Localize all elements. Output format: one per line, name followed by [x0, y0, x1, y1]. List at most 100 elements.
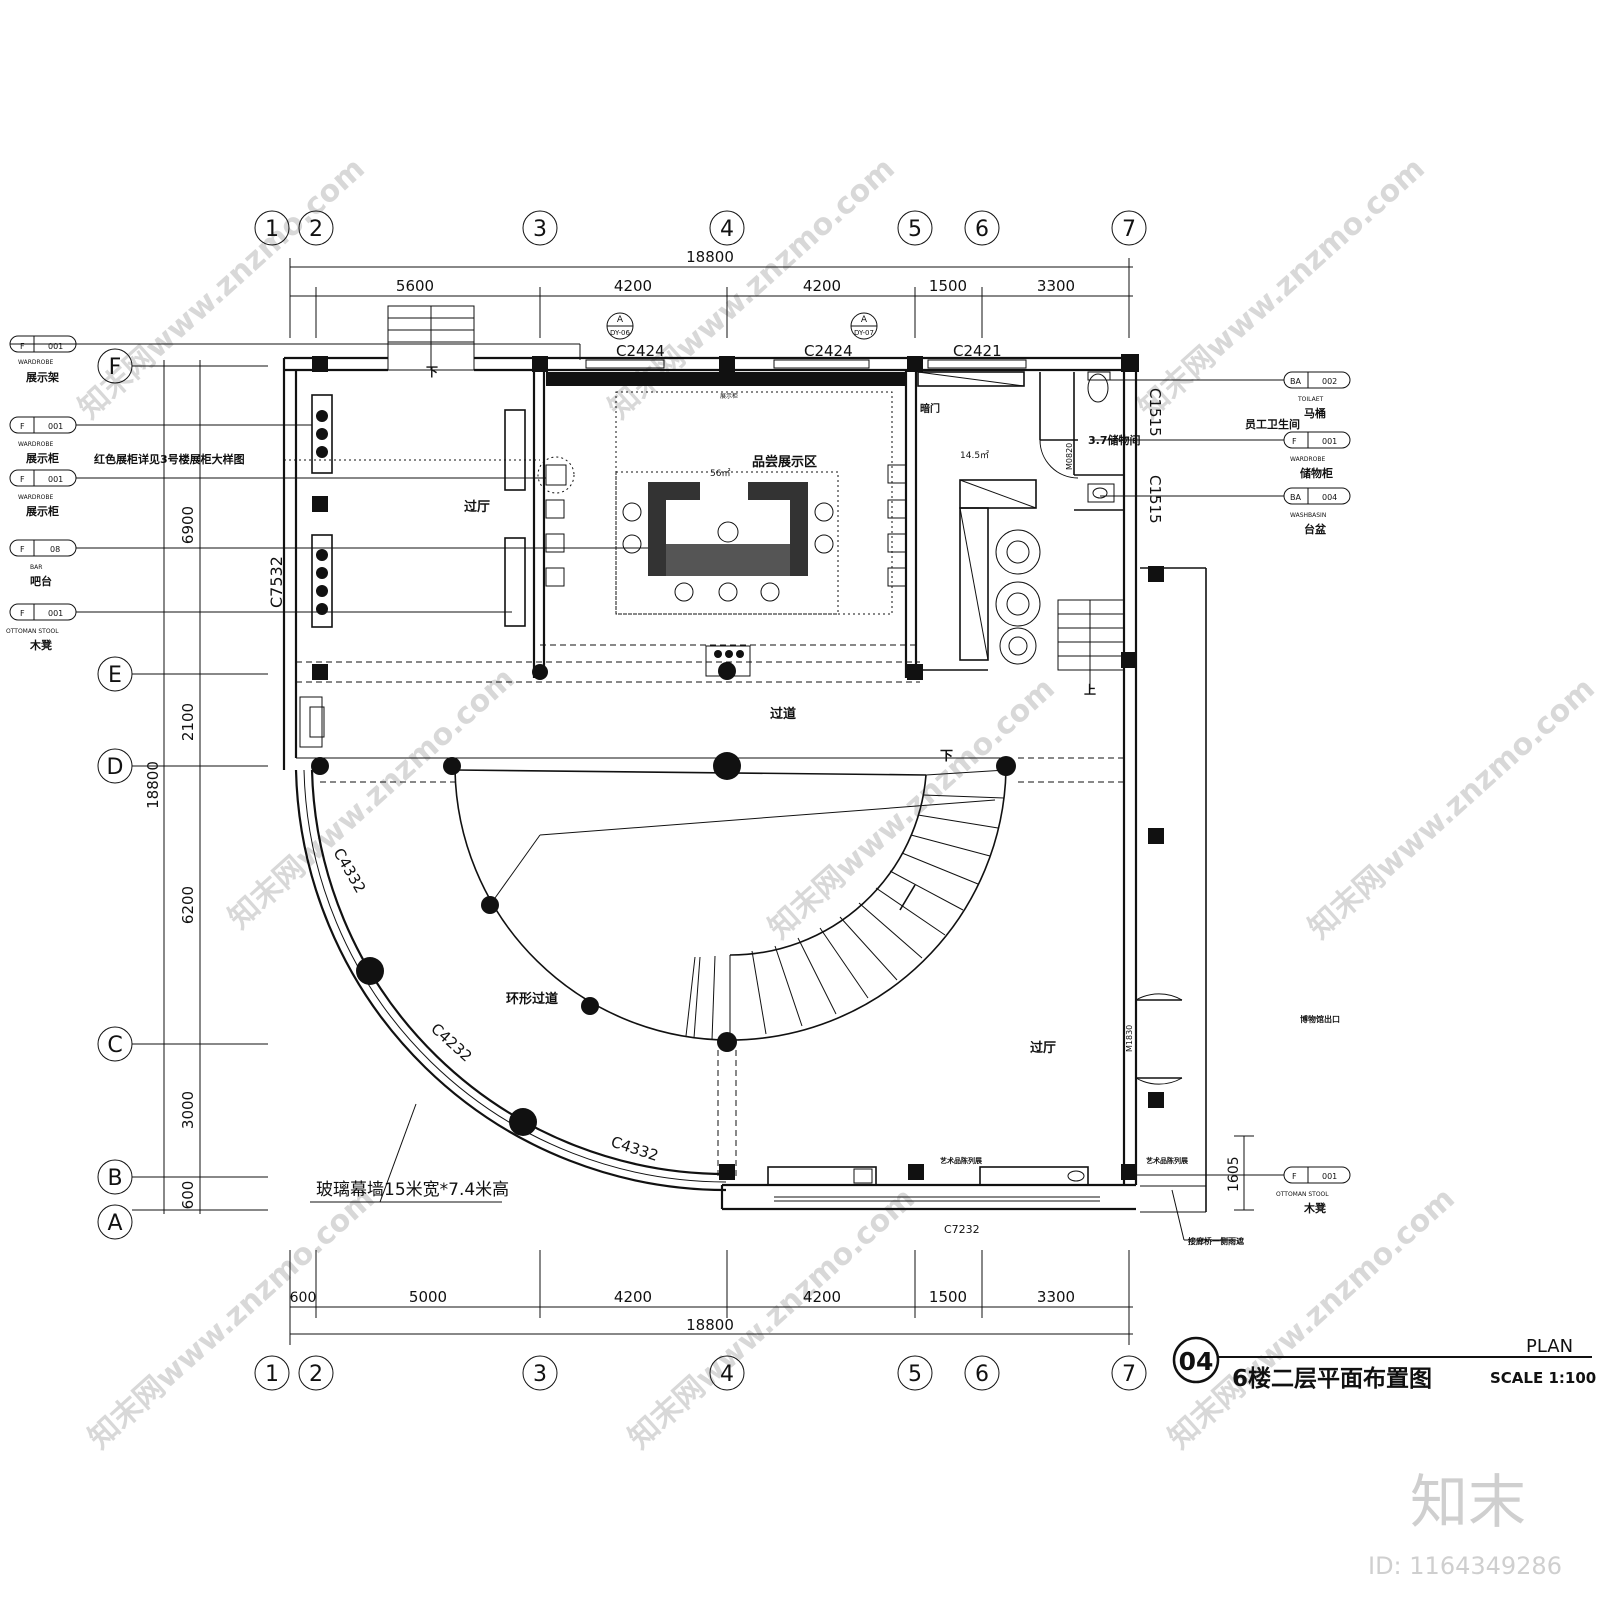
tag-cn: 展示柜 — [25, 451, 59, 465]
dim-segment: 6900 — [179, 506, 197, 544]
glass-wall-label: 玻璃幕墙15米宽*7.4米高 — [316, 1180, 509, 1200]
room-label: 过道 — [770, 706, 796, 722]
axis-label: 1 — [265, 217, 279, 242]
bottom-axis-bubbles: 1 2 3 4 5 6 7 — [254, 1355, 1147, 1391]
axis-label: D — [107, 755, 124, 780]
tag-wardrobe-cabinet: F 001 WARDROBE 展示柜 — [9, 416, 312, 465]
tag-wardrobe-shelf: F 001 WARDROBE 展示架 — [9, 335, 581, 384]
dim-segment: 3300 — [1037, 1288, 1075, 1306]
tag-cat: F — [20, 609, 25, 618]
tag-toilet: BA 002 TOILAET 马桶 — [1110, 371, 1351, 420]
section-marks: A DY-06 A DY-07 — [606, 312, 878, 340]
stair-down-label: 下 — [940, 749, 953, 764]
room-label: 暗门 — [920, 402, 940, 415]
window-label: C2424 — [804, 342, 853, 360]
dim-total: 18800 — [144, 761, 162, 809]
section-code: DY-06 — [610, 329, 630, 337]
axis-label: 5 — [908, 217, 922, 242]
tag-cat: F — [1292, 1172, 1297, 1181]
tag-num: 002 — [1322, 377, 1337, 386]
tag-en: WARDROBE — [18, 359, 54, 366]
window-label: C4232 — [427, 1020, 475, 1066]
window-label: C7532 — [267, 556, 286, 608]
dim-segment: 1605 — [1226, 1156, 1242, 1192]
tag-en: WARDROBE — [18, 441, 54, 448]
tag-washbasin: BA 004 WASHBASIN 台盆 — [1100, 487, 1351, 536]
tag-cn: 木凳 — [29, 638, 53, 652]
axis-label: 4 — [720, 1362, 734, 1387]
tag-en: WASHBASIN — [1290, 512, 1326, 519]
tag-cat: F — [1292, 437, 1297, 446]
dim-segment: 1500 — [929, 1288, 967, 1306]
dim-segment: 5000 — [409, 1288, 447, 1306]
dim-segment: 4200 — [614, 1288, 652, 1306]
watermark-text: 知末网www.znzmo.com — [1302, 671, 1600, 946]
brand-logo: 知末 — [1410, 1468, 1526, 1536]
axis-label: F — [109, 355, 122, 380]
tag-cat: F — [20, 545, 25, 554]
watermark-text: 知末网www.znzmo.com — [72, 151, 372, 426]
window-label: C1515 — [1146, 388, 1164, 437]
tag-num: 001 — [48, 342, 63, 351]
tag-num: 08 — [50, 545, 60, 554]
image-id: ID: 1164349286 — [1368, 1552, 1562, 1580]
dim-total: 18800 — [686, 248, 734, 266]
door-label: M1830 — [1125, 1025, 1134, 1052]
left-tags: F 001 WARDROBE 展示架 F 001 WARDROBE 展示柜 F … — [6, 335, 648, 652]
axis-label: C — [107, 1033, 122, 1058]
tag-cat: F — [20, 475, 25, 484]
watermark-text: 知末网www.znzmo.com — [222, 661, 522, 936]
tag-en: WARDROBE — [1290, 456, 1326, 463]
tag-bar: F 08 BAR 吧台 — [9, 539, 648, 588]
room-label: 过厅 — [1030, 1040, 1056, 1056]
tag-num: 001 — [1322, 1172, 1337, 1181]
axis-label: 2 — [309, 1362, 323, 1387]
drawing-number: 04 — [1179, 1347, 1214, 1376]
axis-label: 6 — [975, 217, 989, 242]
curved-glass-wall — [294, 769, 727, 1192]
bottom-cabinets: 艺术品陈列展 艺术品陈列展 — [767, 1156, 1189, 1186]
stair-up-label: 上 — [1084, 682, 1096, 697]
dim-segment: 3300 — [1037, 277, 1075, 295]
tag-en: OTTOMAN STOOL — [6, 628, 59, 635]
section-letter: A — [617, 315, 624, 325]
dim-segment: 6200 — [179, 886, 197, 924]
tag-cat: BA — [1290, 377, 1301, 386]
room-area: 14.5㎡ — [960, 450, 989, 461]
ring-corridor: 下 — [454, 749, 1007, 1041]
art-display-label: 艺术品陈列展 — [1146, 1156, 1189, 1165]
brand-watermark: 知末 ID: 1164349286 — [1368, 1468, 1562, 1580]
room-label: 品尝展示区 — [752, 454, 817, 470]
axis-label: B — [107, 1166, 122, 1191]
room-labels: 过厅 品尝展示区 56㎡ 过道 环形过道 过厅 3.7储物间 员工卫生间 14.… — [94, 392, 1340, 1246]
bottom-dimensions: 600 5000 4200 4200 1500 3300 18800 — [289, 1250, 1133, 1345]
tag-num: 001 — [48, 475, 63, 484]
dim-segment: 4200 — [803, 277, 841, 295]
tag-cn: 储物柜 — [1300, 466, 1333, 480]
watermark-text: 知末网www.znzmo.com — [1162, 1181, 1462, 1456]
tag-cn: 吧台 — [30, 574, 52, 588]
dim-segment: 1500 — [929, 277, 967, 295]
axis-label: E — [108, 663, 122, 688]
dim-segment: 5600 — [396, 277, 434, 295]
watermark-text: 知末网www.znzmo.com — [622, 1181, 922, 1456]
dim-segment: 2100 — [179, 703, 197, 741]
tag-cn: 台盆 — [1304, 522, 1327, 536]
axis-label: 6 — [975, 1362, 989, 1387]
tag-wardrobe-cabinet-2: F 001 WARDROBE 展示柜 — [9, 469, 546, 518]
dim-total: 18800 — [686, 1316, 734, 1334]
spiral-stair — [685, 769, 1007, 1041]
tag-en: TOILAET — [1297, 396, 1324, 403]
door-label: M0820 — [1065, 443, 1074, 470]
tag-en: OTTOMAN STOOL — [1276, 1191, 1329, 1198]
room-label: 过厅 — [464, 499, 490, 515]
top-axis-bubbles: 1 2 3 4 5 6 7 — [254, 210, 1147, 246]
section-letter: A — [861, 315, 868, 325]
cabinet-label: 展示柜 — [720, 392, 738, 400]
beam-lines — [296, 644, 1124, 1180]
window-label: C7232 — [944, 1223, 980, 1236]
axis-label: 7 — [1122, 217, 1136, 242]
tag-num: 001 — [1322, 437, 1337, 446]
axis-label: 3 — [533, 1362, 547, 1387]
